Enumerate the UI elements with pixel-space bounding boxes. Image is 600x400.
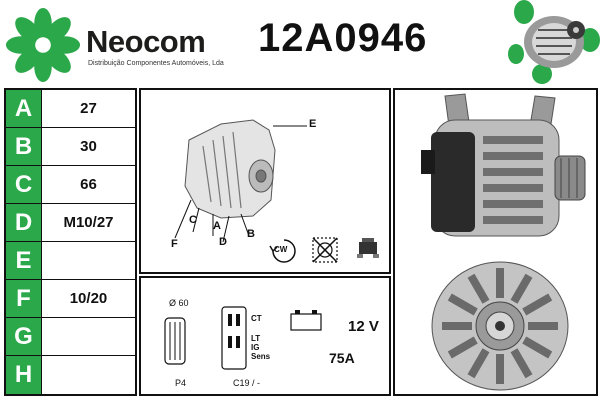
spec-row-c: C 66 [6, 166, 135, 204]
spec-row-b: B 30 [6, 128, 135, 166]
alternator-thumbnail-icon [508, 0, 600, 84]
spec-letter: B [6, 128, 42, 165]
spec-letter: H [6, 356, 42, 394]
neocom-flower-icon [5, 7, 81, 83]
spec-value: 10/20 [69, 290, 108, 307]
pulley-type: P4 [175, 378, 187, 388]
diagram-label-b: B [247, 228, 255, 240]
brand-logo: Neocom Distribuição Componentes Automóve… [4, 4, 234, 84]
spec-row-d: D M10/27 [6, 204, 135, 242]
pulley-icon [164, 317, 186, 365]
diagram-label-e: E [309, 118, 317, 130]
pin-ig: IG [251, 343, 260, 352]
spec-row-g: G [6, 318, 135, 356]
diagram-label-f: F [171, 238, 178, 250]
voltage: 12 V [348, 318, 379, 335]
product-photo-panel [393, 88, 598, 396]
diagram-label-d: D [219, 236, 227, 248]
diagram-label-a: A [213, 220, 221, 232]
rotation-label: CW [274, 245, 288, 254]
pin-lt: LT [251, 334, 261, 343]
spec-value: 30 [80, 138, 97, 155]
part-number: 12A0946 [258, 16, 428, 60]
spec-value: 66 [80, 176, 97, 193]
spec-letter: G [6, 318, 42, 355]
spec-row-h: H [6, 356, 135, 394]
no-vacuum-pump-icon [312, 237, 338, 263]
battery-icon [290, 310, 322, 331]
spec-value: M10/27 [63, 214, 114, 231]
connector-plug-icon [357, 238, 379, 258]
brand-name: Neocom [86, 24, 206, 59]
spec-row-f: F 10/20 [6, 280, 135, 318]
spec-row-e: E [6, 242, 135, 280]
alternator-side-photo-icon [421, 93, 586, 237]
connector-diagram-icon [221, 306, 247, 370]
connector-code: C19 / - [233, 378, 261, 388]
pin-ct: CT [251, 314, 262, 323]
pin-sens: Sens [251, 352, 271, 361]
diagram-label-c: C [189, 214, 197, 226]
spec-letter: F [6, 280, 42, 317]
spec-table: A 27 B 30 C 66 D M10/27 E F 10/20 G H [4, 88, 137, 396]
spec-letter: D [6, 204, 42, 241]
electrical-spec-panel: Ø 60 P4 CT LT IG Sens C19 / - 12 V 75A [139, 276, 391, 396]
rotation-cw-icon [269, 239, 296, 263]
alternator-outline-icon [174, 119, 307, 243]
spec-letter: E [6, 242, 42, 279]
spec-row-a: A 27 [6, 90, 135, 128]
spec-letter: A [6, 90, 42, 127]
amperage: 75A [329, 350, 355, 366]
pulley-diameter: Ø 60 [169, 298, 189, 308]
spec-value [42, 318, 135, 355]
brand-tagline: Distribuição Componentes Automóveis, Lda [88, 60, 224, 67]
alternator-front-photo-icon [431, 261, 569, 391]
spec-value [42, 356, 135, 394]
spec-letter: C [6, 166, 42, 203]
spec-value: 27 [80, 100, 97, 117]
spec-value [42, 242, 135, 279]
dimension-diagram-panel: E C A B D F CW [139, 88, 391, 274]
